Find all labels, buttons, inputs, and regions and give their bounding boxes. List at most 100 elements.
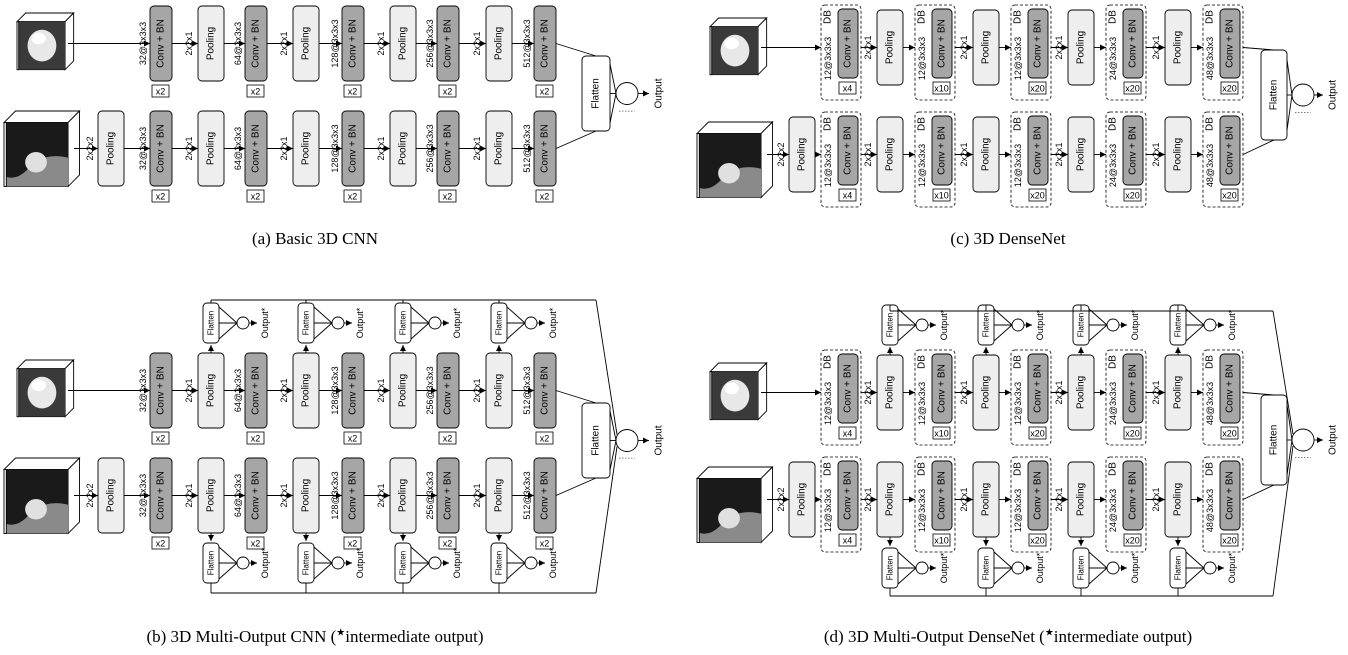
repeat-label: x10 xyxy=(934,536,949,546)
conv-block-label: Conv + BN xyxy=(348,471,359,520)
arrow-head xyxy=(1121,565,1127,571)
pool-size-label: 2x2x1 xyxy=(959,487,969,511)
intermediate-top-1-flatten-label: Flatten xyxy=(886,313,895,337)
pool-size-label: 2x2x1 xyxy=(1151,380,1161,404)
repeat-label: x2 xyxy=(251,434,261,444)
lung-dark-region xyxy=(6,122,68,178)
filter-label: 12@3x3x3 xyxy=(917,489,927,532)
arrow-head xyxy=(983,540,989,546)
pooling-block: Pooling xyxy=(876,9,904,86)
mini-flatten-line xyxy=(506,322,526,340)
arrow-head xyxy=(1317,437,1323,443)
arrow-head xyxy=(930,565,936,571)
conv-block: Conv + BN xyxy=(533,457,557,534)
conv-block: Conv + BN xyxy=(1122,460,1144,531)
nodule-shape xyxy=(25,498,47,520)
arrow-head xyxy=(1005,44,1011,51)
arrow-head xyxy=(815,151,821,158)
conv-block: Conv + BN xyxy=(1027,8,1049,79)
intermediate-top-1-output-label: Output* xyxy=(939,309,949,340)
pool-size-label: 2x2x1 xyxy=(863,142,873,166)
pooling-block: Pooling xyxy=(876,116,904,193)
conv-block: Conv + BN xyxy=(1122,115,1144,186)
flatten-to-neuron-line xyxy=(1286,404,1293,441)
conv-block-label: Conv + BN xyxy=(348,366,359,415)
flatten-block: Flatten xyxy=(1260,49,1288,141)
intermediate-bottom-4-output-label: Output* xyxy=(1227,552,1237,583)
arrow-head xyxy=(1159,389,1165,396)
filter-label: 12@3x3x3 xyxy=(1013,382,1023,425)
pooling-block: Pooling xyxy=(389,110,417,187)
mini-flatten-line xyxy=(1088,567,1108,585)
lung-dark-region xyxy=(699,478,761,534)
pool-size-label: 2x2x1 xyxy=(184,31,194,55)
conv-block-label: Conv + BN xyxy=(1033,126,1044,175)
arrow-head xyxy=(443,320,449,326)
filter-label: 32@3x3x3 xyxy=(138,127,148,170)
filter-label: 12@3x3x3 xyxy=(917,144,927,187)
pooling-block-label: Pooling xyxy=(1173,483,1184,516)
input-patch-large xyxy=(695,465,774,544)
conv-block-shape xyxy=(1122,353,1144,424)
intermediate-bottom-3-output-label: Output* xyxy=(1130,552,1140,583)
arrow-head xyxy=(336,387,342,394)
pooling-block-label: Pooling xyxy=(981,483,992,516)
conv-block-label: Conv + BN xyxy=(1033,471,1044,520)
pooling-block: Pooling xyxy=(197,110,225,187)
conv-block: Conv + BN xyxy=(931,8,953,79)
mini-flatten-line xyxy=(993,324,1013,342)
cube-side xyxy=(757,16,768,76)
arrow-head xyxy=(92,492,98,499)
arrow-head xyxy=(815,389,821,396)
arrow-head xyxy=(443,560,449,566)
filter-label: 256@3x3x3 xyxy=(425,366,435,414)
intermediate-top-3-flatten-label: Flatten xyxy=(399,311,408,335)
pool-size-label: 2x2x1 xyxy=(959,35,969,59)
pooling-block-label: Pooling xyxy=(981,376,992,409)
conv-block-label: Conv + BN xyxy=(937,364,948,413)
pooling-block-label: Pooling xyxy=(301,27,312,60)
arrow-head xyxy=(251,320,257,326)
arrow-head xyxy=(1197,151,1203,158)
frame-to-output-line xyxy=(1272,445,1294,597)
conv-block-label: Conv + BN xyxy=(1033,19,1044,68)
repeat-label-box xyxy=(932,426,951,440)
pooling-block-label: Pooling xyxy=(494,374,505,407)
repeat-label-box xyxy=(343,189,362,203)
mini-flatten-line xyxy=(218,306,238,324)
pooling-block-label: Pooling xyxy=(1173,376,1184,409)
pool-size-label: 2x2x1 xyxy=(472,136,482,160)
dense-block-outline xyxy=(1105,111,1147,208)
arrow-head xyxy=(1197,44,1203,51)
pool-size-label: 2x2x1 xyxy=(279,483,289,507)
intermediate-bottom-4-output-label: Output* xyxy=(548,547,558,578)
conv-block-shape xyxy=(1219,8,1241,79)
intermediate-top-3-output-label: Output* xyxy=(1130,309,1140,340)
arrow-head xyxy=(1100,151,1106,158)
arrow-head xyxy=(239,387,245,394)
pooling-block-label: Pooling xyxy=(797,483,808,516)
mini-flatten-line xyxy=(313,322,333,340)
conv-block-shape xyxy=(837,353,859,424)
intermediate-top-2-flatten: Flatten xyxy=(297,302,315,344)
repeat-label: x20 xyxy=(1125,429,1140,439)
arrow-head xyxy=(967,151,973,158)
cube-side xyxy=(757,361,768,421)
conv-block: Conv + BN xyxy=(341,5,365,82)
cube-top xyxy=(15,359,75,370)
dense-block-outline xyxy=(914,349,956,446)
input-patch-large xyxy=(2,109,81,188)
conv-block-label: Conv + BN xyxy=(540,471,551,520)
arrow-head xyxy=(303,535,309,541)
conv-block-label: Conv + BN xyxy=(843,19,854,68)
conv-block: Conv + BN xyxy=(149,352,173,429)
arrow-head xyxy=(983,347,989,353)
repeat-label-box xyxy=(1028,533,1047,547)
arrow-head xyxy=(1197,496,1203,503)
filter-label: 512@3x3x3 xyxy=(522,366,532,414)
pool-size-label: 2x2x1 xyxy=(184,483,194,507)
pooling-block-label: Pooling xyxy=(106,479,117,512)
pooling-block: Pooling xyxy=(97,110,125,187)
arrow-head xyxy=(239,145,245,152)
repeat-label: x4 xyxy=(843,429,853,439)
